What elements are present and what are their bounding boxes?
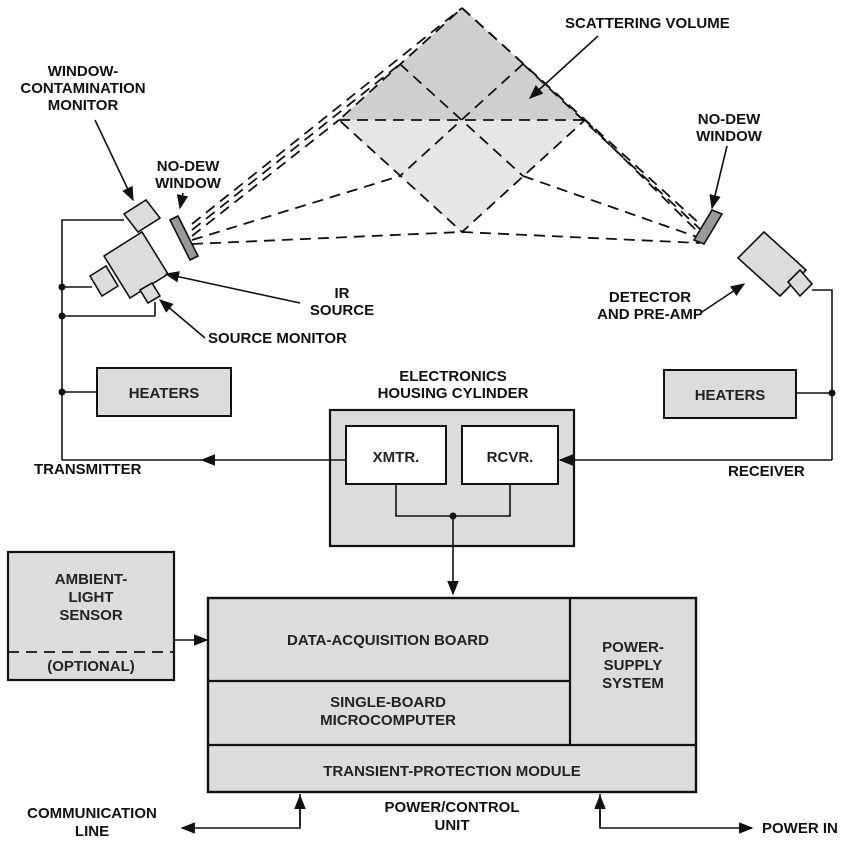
svg-text:SYSTEM: SYSTEM xyxy=(602,675,664,692)
rcvr-label: RCVR. xyxy=(487,449,534,466)
svg-text:POWER/CONTROL: POWER/CONTROL xyxy=(385,799,520,816)
svg-text:AMBIENT-: AMBIENT- xyxy=(55,571,128,588)
svg-text:AND PRE-AMP: AND PRE-AMP xyxy=(597,306,703,323)
window-contamination-label: WINDOW- CONTAMINATION MONITOR xyxy=(20,63,145,114)
transient-protection-label: TRANSIENT-PROTECTION MODULE xyxy=(323,763,581,780)
ir-source-assembly xyxy=(88,198,200,305)
receiver-wiring xyxy=(796,289,836,460)
source-beams xyxy=(191,7,463,245)
ambient-light-sensor-label: AMBIENT- LIGHT SENSOR xyxy=(55,571,128,624)
svg-text:SOURCE: SOURCE xyxy=(310,302,374,319)
svg-text:UNIT: UNIT xyxy=(435,817,470,834)
optional-label: (OPTIONAL) xyxy=(47,658,135,675)
heaters-left-label: HEATERS xyxy=(129,385,200,402)
svg-text:WINDOW: WINDOW xyxy=(696,128,763,145)
svg-text:COMMUNICATION: COMMUNICATION xyxy=(27,805,157,822)
svg-text:LINE: LINE xyxy=(75,823,109,840)
receiver-label: RECEIVER xyxy=(728,463,805,480)
svg-text:ELECTRONICS: ELECTRONICS xyxy=(399,368,507,385)
svg-text:LIGHT: LIGHT xyxy=(69,589,114,606)
power-control-unit-label: POWER/CONTROL UNIT xyxy=(385,799,520,834)
svg-text:CONTAMINATION: CONTAMINATION xyxy=(20,80,145,97)
scattering-volume-label: SCATTERING VOLUME xyxy=(565,15,730,32)
detector-label: DETECTOR AND PRE-AMP xyxy=(597,289,703,323)
heaters-left-box xyxy=(96,367,232,417)
svg-text:POWER-: POWER- xyxy=(602,639,664,656)
svg-text:HOUSING CYLINDER: HOUSING CYLINDER xyxy=(378,385,529,402)
communication-line-label: COMMUNICATION LINE xyxy=(27,805,157,840)
power-control-unit xyxy=(206,596,698,794)
transmitter-wiring xyxy=(58,219,156,460)
svg-text:WINDOW: WINDOW xyxy=(155,175,222,192)
xmtr-box xyxy=(345,425,447,485)
svg-text:NO-DEW: NO-DEW xyxy=(698,111,761,128)
receiver-beams xyxy=(461,7,701,244)
no-dew-window-right-label: NO-DEW WINDOW xyxy=(696,111,763,145)
svg-text:IR: IR xyxy=(335,285,350,302)
svg-text:MONITOR: MONITOR xyxy=(48,97,119,114)
xmtr-label: XMTR. xyxy=(373,449,420,466)
power-supply-label: POWER- SUPPLY SYSTEM xyxy=(602,639,664,692)
source-monitor-label: SOURCE MONITOR xyxy=(208,330,347,347)
svg-text:SINGLE-BOARD: SINGLE-BOARD xyxy=(330,694,446,711)
svg-text:SUPPLY: SUPPLY xyxy=(604,657,663,674)
svg-text:MICROCOMPUTER: MICROCOMPUTER xyxy=(320,712,456,729)
svg-text:NO-DEW: NO-DEW xyxy=(157,158,220,175)
svg-text:WINDOW-: WINDOW- xyxy=(48,63,119,80)
data-acquisition-label: DATA-ACQUISITION BOARD xyxy=(287,632,489,649)
svg-text:DETECTOR: DETECTOR xyxy=(609,289,691,306)
electronics-housing-label: ELECTRONICS HOUSING CYLINDER xyxy=(378,368,529,402)
ir-source-label: IR SOURCE xyxy=(310,285,374,319)
transmitter-label: TRANSMITTER xyxy=(34,461,142,478)
ambient-light-sensor-box xyxy=(6,550,176,682)
rcvr-box xyxy=(461,425,559,485)
single-board-label: SINGLE-BOARD MICROCOMPUTER xyxy=(320,694,456,729)
scattering-volume-shape xyxy=(337,6,587,234)
heaters-right-box xyxy=(663,369,797,419)
no-dew-window-left-label: NO-DEW WINDOW xyxy=(155,158,222,192)
detector-assembly xyxy=(692,209,814,298)
heaters-right-label: HEATERS xyxy=(695,387,766,404)
power-in-label: POWER IN xyxy=(762,820,838,837)
svg-text:SENSOR: SENSOR xyxy=(59,607,123,624)
